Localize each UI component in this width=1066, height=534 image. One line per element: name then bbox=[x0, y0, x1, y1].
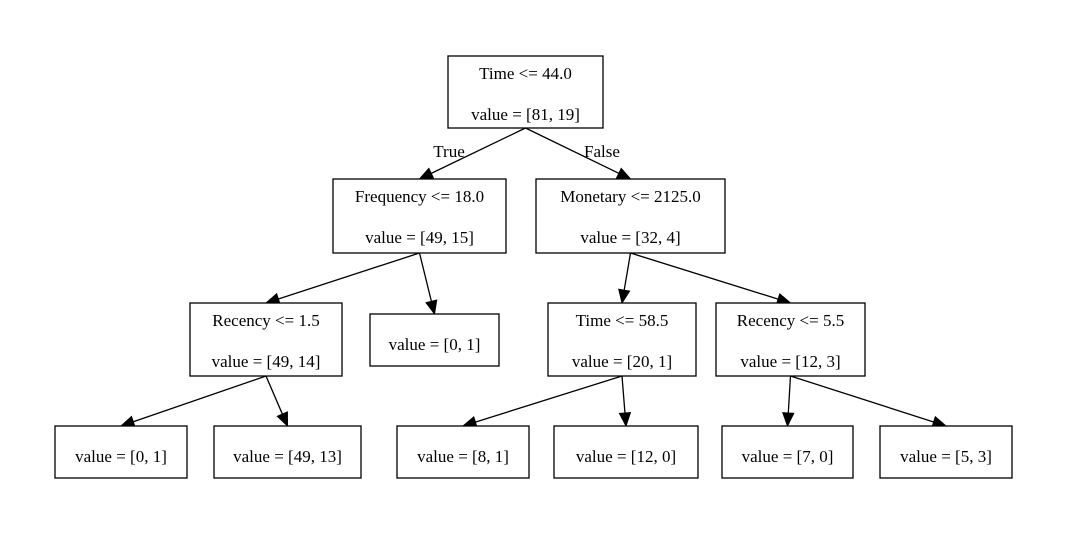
node-box bbox=[332, 178, 507, 254]
node-condition: Recency <= 5.5 bbox=[737, 311, 844, 330]
tree-node-n12: value = [5, 3] bbox=[879, 425, 1013, 479]
edge-line bbox=[621, 375, 626, 414]
node-box bbox=[547, 302, 697, 377]
node-box bbox=[54, 425, 188, 479]
node-box bbox=[213, 425, 362, 479]
node-box bbox=[721, 425, 854, 479]
node-condition: Time <= 58.5 bbox=[576, 311, 669, 330]
edge-n6-n11 bbox=[782, 375, 795, 428]
edge-line bbox=[418, 252, 433, 302]
node-condition: Monetary <= 2125.0 bbox=[560, 187, 701, 206]
edge-line bbox=[278, 252, 420, 300]
tree-node-n5: Time <= 58.5 value = [20, 1] bbox=[547, 302, 697, 377]
node-box bbox=[189, 302, 343, 377]
edges-layer: True False bbox=[119, 127, 948, 428]
edge-arrowhead bbox=[615, 167, 632, 180]
edge-line bbox=[475, 375, 623, 423]
edge-label-false: False bbox=[584, 142, 620, 161]
edge-n5-n10 bbox=[618, 375, 632, 428]
edge-arrowhead bbox=[618, 288, 631, 305]
edge-n3-n7 bbox=[119, 375, 267, 428]
node-value: value = [49, 15] bbox=[365, 228, 474, 247]
node-box bbox=[553, 425, 699, 479]
tree-node-n9: value = [8, 1] bbox=[396, 425, 530, 479]
edge-arrowhead bbox=[618, 412, 632, 428]
node-value: value = [20, 1] bbox=[572, 352, 672, 371]
tree-node-n11: value = [7, 0] bbox=[721, 425, 854, 479]
node-box bbox=[535, 178, 726, 254]
edge-line bbox=[790, 375, 934, 423]
edge-arrowhead bbox=[425, 299, 438, 316]
edge-n5-n9 bbox=[461, 375, 623, 428]
node-value: value = [81, 19] bbox=[471, 105, 580, 124]
edge-arrowhead bbox=[276, 411, 289, 428]
edge-n0-n1: True bbox=[418, 127, 526, 180]
tree-node-n7: value = [0, 1] bbox=[54, 425, 188, 479]
edge-line bbox=[630, 252, 779, 300]
edge-n3-n8 bbox=[265, 375, 289, 428]
node-value: value = [0, 1] bbox=[389, 335, 481, 354]
edge-line bbox=[787, 375, 792, 414]
edge-line bbox=[623, 252, 632, 291]
tree-node-n8: value = [49, 13] bbox=[213, 425, 362, 479]
node-value: value = [0, 1] bbox=[75, 447, 167, 466]
node-value: value = [49, 14] bbox=[212, 352, 321, 371]
edge-n6-n12 bbox=[790, 375, 948, 428]
node-value: value = [5, 3] bbox=[900, 447, 992, 466]
edge-line bbox=[133, 375, 267, 423]
edge-n2-n5 bbox=[618, 252, 632, 305]
node-value: value = [12, 3] bbox=[740, 352, 840, 371]
node-value: value = [8, 1] bbox=[417, 447, 509, 466]
node-condition: Time <= 44.0 bbox=[479, 64, 572, 83]
tree-node-n10: value = [12, 0] bbox=[553, 425, 699, 479]
node-value: value = [32, 4] bbox=[580, 228, 680, 247]
tree-node-n6: Recency <= 5.5 value = [12, 3] bbox=[715, 302, 866, 377]
node-value: value = [7, 0] bbox=[742, 447, 834, 466]
edge-n1-n4 bbox=[418, 252, 438, 316]
tree-node-n1: Frequency <= 18.0 value = [49, 15] bbox=[332, 178, 507, 254]
node-box bbox=[369, 313, 500, 367]
edge-arrowhead bbox=[418, 167, 435, 180]
edge-line bbox=[430, 127, 526, 174]
node-condition: Recency <= 1.5 bbox=[212, 311, 319, 330]
nodes-layer: Time <= 44.0 value = [81, 19] Frequency <=… bbox=[54, 55, 1013, 479]
edge-n0-n2: False bbox=[525, 127, 632, 180]
node-box bbox=[447, 55, 604, 129]
edge-n2-n6 bbox=[630, 252, 792, 305]
tree-node-n2: Monetary <= 2125.0 value = [32, 4] bbox=[535, 178, 726, 254]
node-value: value = [12, 0] bbox=[576, 447, 676, 466]
node-value: value = [49, 13] bbox=[233, 447, 342, 466]
tree-node-n0: Time <= 44.0 value = [81, 19] bbox=[447, 55, 604, 129]
edge-label-true: True bbox=[433, 142, 465, 161]
edge-line bbox=[525, 127, 620, 174]
node-box bbox=[396, 425, 530, 479]
tree-node-n3: Recency <= 1.5 value = [49, 14] bbox=[189, 302, 343, 377]
node-condition: Frequency <= 18.0 bbox=[355, 187, 484, 206]
node-box bbox=[879, 425, 1013, 479]
edge-line bbox=[265, 375, 283, 415]
edge-arrowhead bbox=[782, 412, 795, 428]
edge-n1-n3 bbox=[264, 252, 420, 305]
tree-node-n4: value = [0, 1] bbox=[369, 313, 500, 367]
node-box bbox=[715, 302, 866, 377]
